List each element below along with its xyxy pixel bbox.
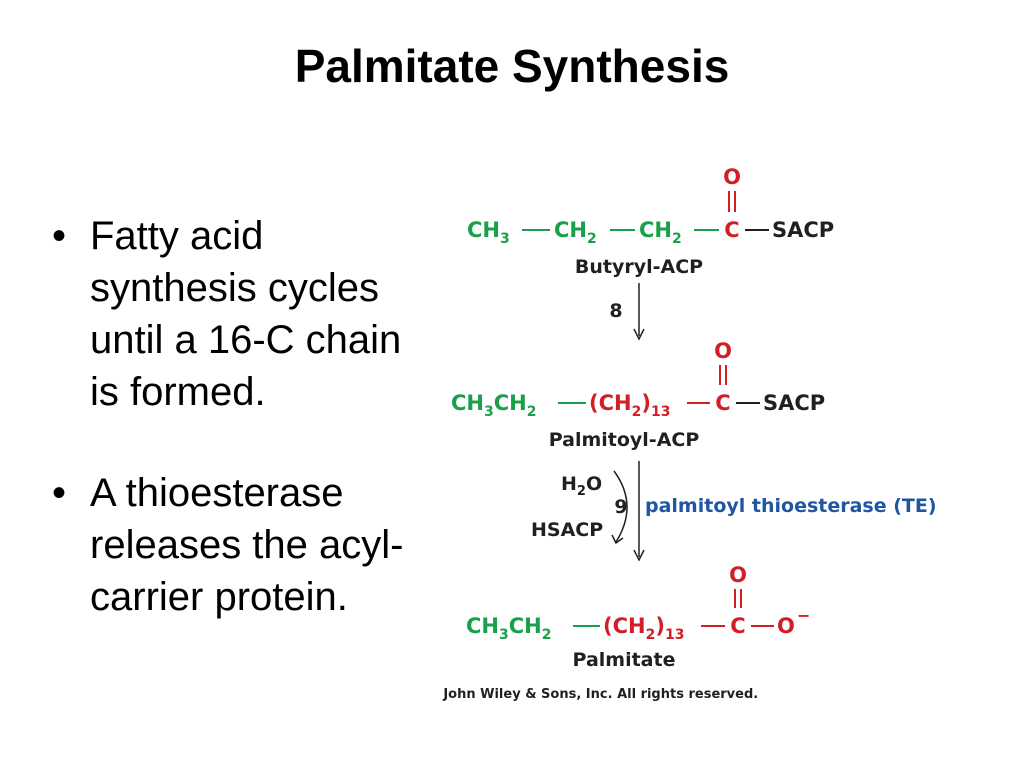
ch3-group: CH3 — [467, 218, 510, 247]
butyryl-acp-label: Butyryl-ACP — [575, 256, 703, 278]
bullet-line: is formed. — [90, 370, 266, 414]
arrow-head — [633, 549, 645, 562]
carbonyl-carbon: C — [715, 391, 730, 415]
carbonyl-oxygen: O — [723, 165, 741, 189]
slide-title: Palmitate Synthesis — [294, 40, 730, 92]
bullet-line: Fatty acid — [90, 214, 264, 258]
step-9-arrow: H2O HSACP 9 palmitoyl thioesterase (TE) — [531, 461, 937, 562]
negative-charge: − — [797, 606, 810, 625]
curved-arrow-head — [611, 534, 624, 545]
carbonyl-carbon: C — [724, 218, 739, 242]
reaction-figure: CH3 CH2 CH2 O C SACP Butyryl-ACP 8 — [440, 155, 1000, 715]
ch3ch2-group: CH3CH2 — [466, 614, 552, 643]
reaction-scheme: CH3 CH2 CH2 O C SACP Butyryl-ACP 8 — [440, 165, 937, 702]
palmitoyl-acp-label: Palmitoyl-ACP — [549, 429, 700, 451]
sacp-group: SACP — [763, 391, 825, 415]
bullet-line: A thioesterase — [90, 471, 344, 515]
palmitate-label: Palmitate — [573, 649, 676, 671]
bullet-marker: • — [52, 471, 67, 515]
bullet-line: carrier protein. — [90, 575, 348, 619]
butyryl-acp-structure: CH3 CH2 CH2 O C SACP Butyryl-ACP — [467, 165, 834, 278]
bullet-item: • Fatty acid synthesis cycles until a 16… — [52, 210, 442, 418]
bullet-line: releases the acyl- — [90, 523, 404, 567]
carbonyl-oxygen: O — [729, 563, 747, 587]
bullet-marker: • — [52, 214, 67, 258]
copyright-notice: © John Wiley & Sons, Inc. All rights res… — [440, 687, 758, 702]
bullet-line: until a 16-C chain — [90, 318, 402, 362]
carboxylate-oxygen: O — [777, 614, 795, 638]
bullet-line: synthesis cycles — [90, 266, 379, 310]
sacp-group: SACP — [772, 218, 834, 242]
bullet-item: • A thioesterase releases the acyl- carr… — [52, 467, 442, 623]
curved-arrow — [613, 470, 628, 543]
enzyme-label: palmitoyl thioesterase (TE) — [645, 495, 937, 517]
methylene-repeat: (CH2)13 — [603, 614, 684, 643]
carbonyl-carbon: C — [730, 614, 745, 638]
step-8-arrow: 8 — [609, 283, 645, 341]
palmitate-structure: CH3CH2 (CH2)13 O C O − Palmitate — [466, 563, 810, 671]
hsacp-product: HSACP — [531, 519, 603, 541]
carbonyl-oxygen: O — [714, 339, 732, 363]
palmitoyl-acp-structure: CH3CH2 (CH2)13 O C SACP Palmitoyl-ACP — [451, 339, 825, 451]
bullet-list: • Fatty acid synthesis cycles until a 16… — [52, 210, 442, 623]
step-number: 8 — [609, 300, 622, 322]
ch3ch2-group: CH3CH2 — [451, 391, 537, 420]
ch2-group: CH2 — [639, 218, 682, 247]
methylene-repeat: (CH2)13 — [589, 391, 670, 420]
arrow-head — [633, 328, 645, 341]
ch2-group: CH2 — [554, 218, 597, 247]
step-number: 9 — [614, 496, 627, 518]
water-reactant: H2O — [561, 473, 602, 499]
